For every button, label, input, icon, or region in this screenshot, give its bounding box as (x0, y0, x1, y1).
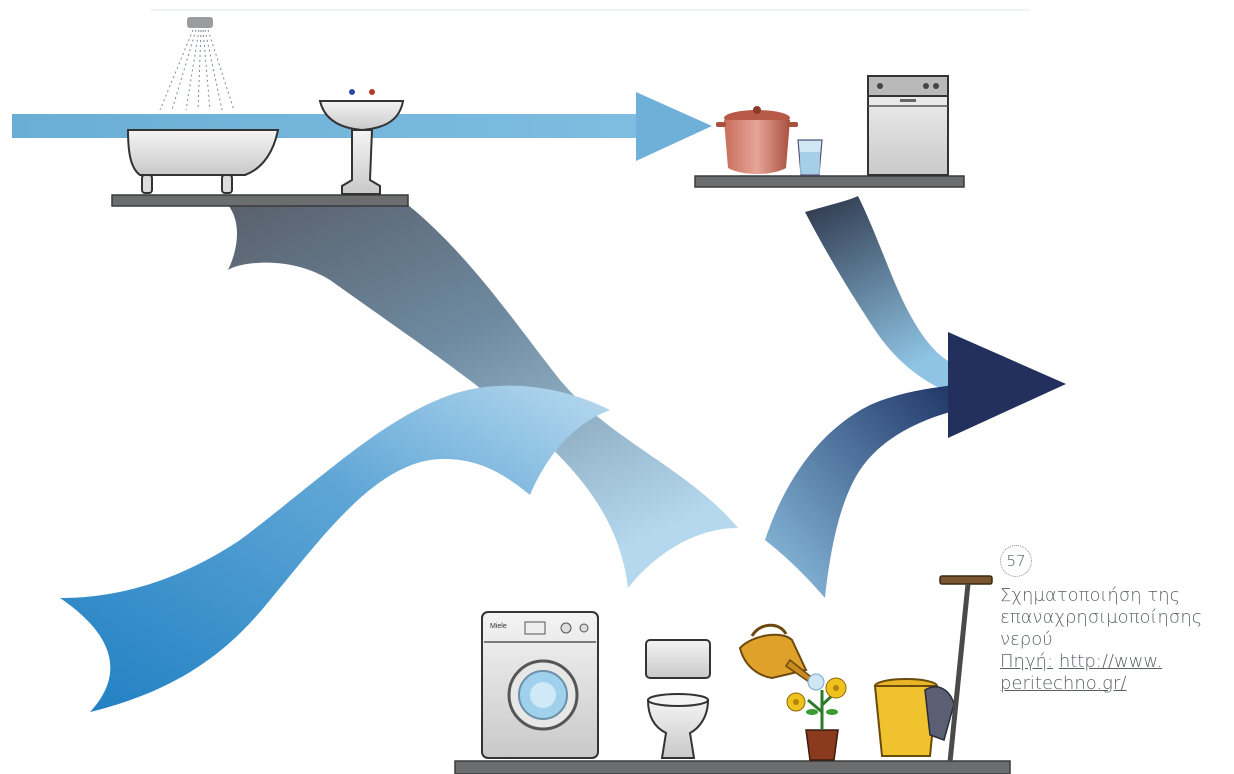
outlet-arrow (948, 332, 1066, 438)
mop-icon (940, 576, 992, 762)
kitchen-shelf (695, 176, 964, 187)
figure-caption: 57 Σχηματοποιήση της επαναχρησιμοποίησης… (1000, 545, 1230, 695)
cooking-pot-icon (716, 106, 798, 174)
source-label: Πηγή: (1000, 651, 1053, 672)
source-link-part2[interactable]: peritechno.gr/ (1000, 673, 1126, 694)
caption-line-1: Σχηματοποιήση της (1000, 585, 1230, 607)
toilet-icon (646, 640, 710, 758)
glass-icon (798, 140, 822, 175)
shower-head-icon (160, 17, 234, 110)
flower-pot-icon (787, 674, 846, 760)
caption-line-2: επαναχρησιμοποίησης (1000, 607, 1230, 629)
bottom-shelf (455, 761, 1010, 774)
washer-brand: Miele (490, 623, 507, 630)
bathtub-icon (128, 130, 278, 193)
bathroom-shelf (112, 195, 408, 206)
source-line-2: peritechno.gr/ (1000, 673, 1230, 695)
sink-icon (320, 89, 403, 194)
washing-machine-icon: Miele (482, 612, 598, 758)
source-link-part1[interactable]: http://www. (1059, 651, 1162, 672)
kitchen-greywater-flow (805, 196, 955, 392)
figure-number: 57 (1000, 545, 1032, 577)
dishwasher-icon (868, 76, 948, 175)
bucket-icon (875, 679, 954, 756)
source-line: Πηγή: http://www. (1000, 651, 1230, 673)
watering-can-icon (740, 625, 815, 684)
caption-line-3: νερού (1000, 629, 1230, 651)
recycled-upflow (765, 385, 955, 598)
